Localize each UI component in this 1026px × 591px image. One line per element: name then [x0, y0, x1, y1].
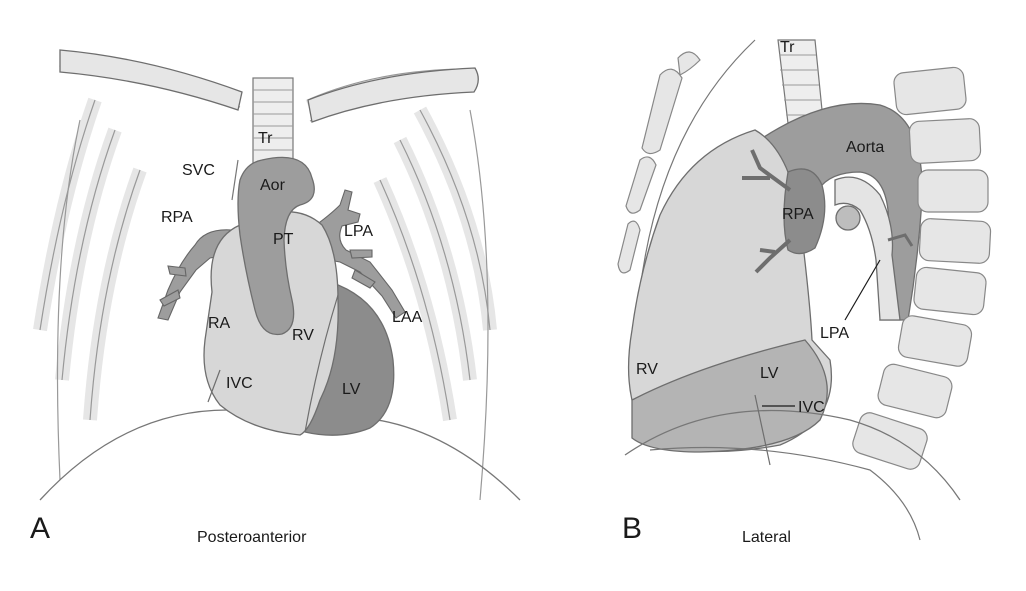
label-lpa-a: LPA	[344, 223, 373, 240]
panel-a-labels: Tr SVC Aor RPA PT LPA RA RV LAA IVC LV	[161, 130, 423, 398]
label-tr-a: Tr	[258, 130, 273, 147]
label-lpa-b: LPA	[820, 325, 849, 342]
label-rv-b: RV	[636, 361, 658, 378]
panel-b-caption: Lateral	[742, 529, 791, 546]
label-lv-b: LV	[760, 365, 779, 382]
label-rpa-b: RPA	[782, 206, 814, 223]
lpa-stump	[835, 205, 861, 231]
left-clavicle	[307, 67, 479, 123]
anterior-chest-line	[639, 39, 756, 291]
label-ra: RA	[208, 315, 231, 332]
label-ivc-a: IVC	[226, 375, 253, 392]
label-aorta: Aorta	[846, 139, 884, 156]
diaphragm-b	[624, 409, 961, 501]
septum-a	[304, 294, 339, 433]
posterior-chest-line	[649, 446, 921, 541]
panel-b-letter: B	[622, 512, 642, 545]
panel-b-labels: Tr Aorta RPA LPA RV LV IVC	[636, 39, 884, 416]
label-laa: LAA	[392, 309, 423, 326]
left-pulmonary-artery-b	[834, 176, 901, 321]
rpa-branches	[742, 149, 792, 274]
lpa-leader	[844, 259, 881, 321]
label-ivc-b: IVC	[798, 399, 825, 416]
label-rv-a: RV	[292, 327, 314, 344]
label-lv-a: LV	[342, 381, 361, 398]
label-pt: PT	[273, 231, 294, 248]
ribs-right	[33, 52, 243, 481]
sternum	[617, 51, 701, 274]
ivc-vessel-b	[754, 394, 771, 466]
svc-vessel	[231, 159, 239, 201]
lpa-branch	[887, 233, 914, 247]
panel-b: Tr Aorta RPA LPA RV LV IVC B Lateral	[617, 39, 992, 546]
panel-a: Tr SVC Aor RPA PT LPA RA RV LAA IVC LV A…	[30, 49, 521, 546]
right-pulmonary-artery-b	[783, 168, 826, 255]
label-rpa-a: RPA	[161, 209, 193, 226]
ivc-vessel-a	[207, 369, 221, 403]
aorta-a	[237, 156, 315, 336]
left-ventricle-b	[631, 339, 828, 453]
left-pulmonary-artery-a	[311, 189, 406, 319]
label-svc: SVC	[182, 162, 215, 179]
label-aor: Aor	[260, 177, 286, 194]
label-tr-b: Tr	[780, 39, 795, 56]
right-clavicle	[59, 49, 243, 111]
panel-a-caption: Posteroanterior	[197, 529, 307, 546]
panel-a-letter: A	[30, 512, 50, 545]
